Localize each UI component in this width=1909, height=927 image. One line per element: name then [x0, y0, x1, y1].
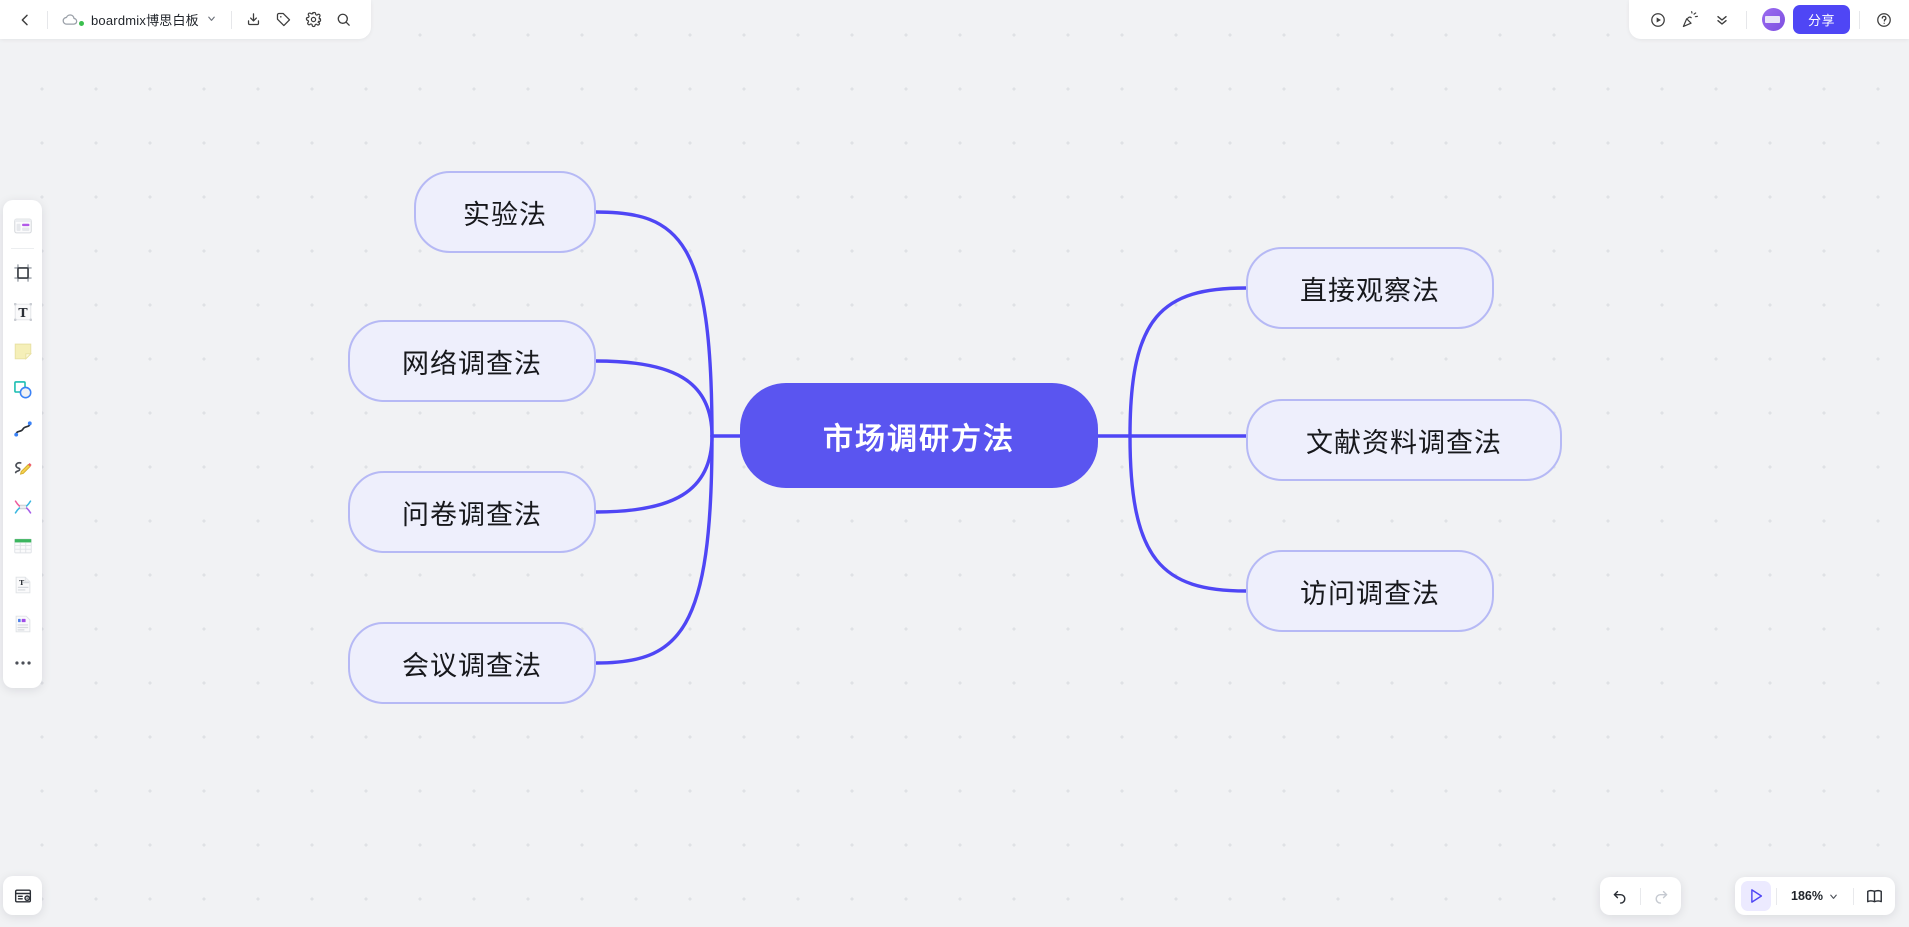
settings-button[interactable] [299, 5, 329, 35]
divider [1859, 10, 1860, 29]
document-text-icon: T [15, 576, 30, 593]
node-label: 访问调查法 [1300, 578, 1440, 609]
doc-tool[interactable]: T [7, 569, 38, 600]
minimap-button[interactable] [1859, 881, 1889, 911]
mindmap-node-right-1[interactable]: 直接观察法 [1246, 247, 1494, 329]
pen-tool[interactable] [7, 452, 38, 483]
pencil-scribble-icon [14, 461, 32, 475]
svg-text:T: T [18, 304, 28, 319]
undo-button[interactable] [1605, 881, 1635, 911]
saved-status-dot [79, 21, 84, 26]
template-icon [13, 218, 32, 233]
text-t-icon: T [13, 302, 32, 321]
mindmap-node-right-2[interactable]: 文献资料调查法 [1246, 399, 1562, 481]
node-label: 问卷调查法 [402, 499, 542, 530]
node-label: 网络调查法 [402, 348, 542, 379]
svg-text:T: T [19, 578, 25, 586]
frame-tool[interactable] [7, 257, 38, 288]
tag-button[interactable] [269, 5, 299, 35]
divider [47, 10, 48, 29]
note-card-icon [15, 615, 30, 632]
document-title: boardmix博思白板 [91, 13, 199, 28]
table-tool[interactable] [7, 530, 38, 561]
mindmap-node-left-3[interactable]: 问卷调查法 [348, 471, 596, 553]
board-settings-icon [14, 888, 31, 903]
divider [1745, 10, 1747, 29]
top-left-toolbar: boardmix博思白板 [0, 0, 371, 39]
mindmap-link-3 [594, 434, 714, 514]
more-dots-icon [14, 660, 31, 665]
mindmap-link-7 [1128, 434, 1248, 593]
mindmap-tool[interactable] [7, 491, 38, 522]
search-button[interactable] [329, 5, 359, 35]
mindmap-node-left-1[interactable]: 实验法 [414, 171, 596, 253]
mindmap-icon [14, 499, 31, 514]
template-tool[interactable] [7, 210, 38, 241]
table-icon [13, 538, 32, 553]
sticky-note-icon [14, 343, 32, 360]
mindmap-link-4 [594, 434, 714, 665]
board-settings-button[interactable] [3, 876, 42, 915]
mindmap-root-node[interactable]: 市场调研方法 [740, 383, 1098, 488]
divider [1776, 887, 1778, 905]
mindmap-node-right-3[interactable]: 访问调查法 [1246, 550, 1494, 632]
frame-icon [13, 263, 32, 282]
zoom-controls: 186% [1735, 877, 1895, 915]
divider [1853, 887, 1854, 905]
connector-tool[interactable] [7, 413, 38, 444]
share-button[interactable]: 分享 [1792, 5, 1850, 34]
shapes-icon [13, 380, 31, 398]
zoom-level-button[interactable]: 186% [1782, 889, 1848, 903]
cursor-tool-button[interactable] [1741, 881, 1772, 911]
more-tool[interactable] [7, 647, 38, 678]
zoom-level-value: 186% [1791, 889, 1823, 903]
back-button[interactable] [10, 5, 40, 35]
node-label: 会议调查法 [402, 650, 542, 681]
note-tool[interactable] [7, 608, 38, 639]
chevron-down-icon[interactable] [206, 13, 217, 27]
present-button[interactable] [1643, 5, 1673, 35]
mindmap-link-1 [594, 210, 714, 438]
avatar[interactable] [1761, 8, 1785, 31]
divider [11, 248, 34, 249]
collapse-button[interactable] [1707, 5, 1737, 35]
export-button[interactable] [239, 5, 269, 35]
node-label: 直接观察法 [1300, 275, 1440, 306]
help-button[interactable] [1869, 5, 1899, 35]
mindmap-node-left-4[interactable]: 会议调查法 [348, 622, 596, 704]
celebrate-button[interactable] [1675, 5, 1705, 35]
curve-connector-icon [13, 420, 32, 437]
divider [1640, 887, 1641, 905]
document-title-chip[interactable]: boardmix博思白板 [55, 6, 224, 33]
node-label: 市场调研方法 [823, 422, 1015, 456]
node-label: 实验法 [463, 199, 547, 230]
sticky-note-tool[interactable] [7, 335, 38, 366]
redo-button[interactable] [1646, 881, 1676, 911]
node-label: 文献资料调查法 [1306, 427, 1502, 458]
top-right-toolbar: 分享 [1628, 0, 1909, 39]
mindmap-link-5 [1128, 286, 1248, 438]
left-toolbar: T [3, 200, 42, 688]
chevron-down-icon [1828, 891, 1839, 902]
mindmap-node-left-2[interactable]: 网络调查法 [348, 320, 596, 402]
undo-redo-group [1600, 877, 1681, 915]
cloud-saved-icon [62, 11, 79, 28]
divider [230, 10, 232, 29]
shape-tool[interactable] [7, 374, 38, 405]
mindmap-link-2 [594, 359, 714, 438]
text-tool[interactable]: T [7, 296, 38, 327]
